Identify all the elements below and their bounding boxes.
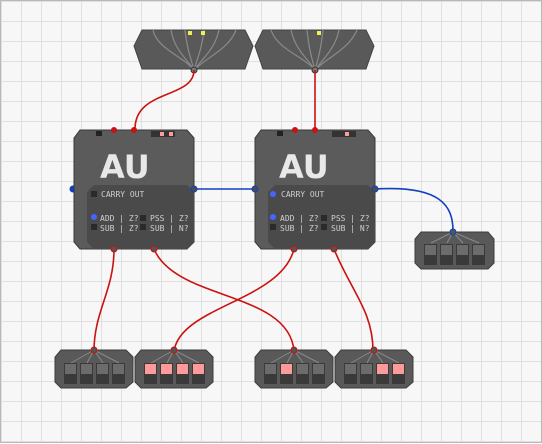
au-unit-1[interactable]: AU CARRY OUT ADD | Z? PSS | Z? SUB | Z? …	[73, 127, 198, 253]
au-2-mode-pss-z: PSS | Z?	[331, 214, 370, 223]
right-b-inputs-cell-4-led	[393, 364, 404, 374]
au-2-mode-sub-n: SUB | N?	[331, 224, 370, 233]
au-1-mode-add-z: ADD | Z?	[100, 214, 139, 223]
right-a-inputs-cell-2-led	[281, 364, 292, 374]
left-a-inputs[interactable]	[54, 346, 134, 389]
au-2-title: AU	[279, 148, 329, 186]
left-a-inputs-cell-4-led	[113, 364, 124, 374]
au-2-mode-sub-z: SUB | Z?	[280, 224, 319, 233]
right-b-inputs-cell-2-led	[361, 364, 372, 374]
right-a-inputs-cell-4-led	[313, 364, 324, 374]
output-display-cell-1-led	[425, 245, 436, 255]
au-2-carry-label: CARRY OUT	[281, 190, 325, 199]
wire-to-output[interactable]	[374, 187, 454, 232]
output-display-cell-2-led	[441, 245, 452, 255]
wire-right-a[interactable]	[173, 248, 295, 352]
output-display-cell-4-led	[473, 245, 484, 255]
right-b-inputs-cell-1-led	[345, 364, 356, 374]
au-1-carry-label: CARRY OUT	[101, 190, 145, 199]
au-1-mode-sub-n: SUB | N?	[150, 224, 189, 233]
au-unit-2[interactable]: AU CARRY OUT ADD | Z? PSS | Z? SUB | Z? …	[251, 127, 379, 253]
top-display-left[interactable]	[133, 29, 254, 74]
left-b-inputs-cell-2-led	[161, 364, 172, 374]
wire-left-b[interactable]	[153, 248, 295, 352]
right-a-inputs-cell-3-led	[297, 364, 308, 374]
left-b-inputs-cell-4-led	[193, 364, 204, 374]
au-1-mode-sub-z: SUB | Z?	[100, 224, 139, 233]
right-a-inputs-cell-1-led	[265, 364, 276, 374]
left-a-inputs-cell-3-led	[97, 364, 108, 374]
top-display-right[interactable]	[254, 29, 375, 74]
right-b-inputs[interactable]	[334, 346, 414, 389]
left-b-inputs[interactable]	[134, 346, 214, 389]
wire-top-left[interactable]	[134, 69, 195, 130]
right-b-inputs-cell-3-led	[377, 364, 388, 374]
left-b-inputs-cell-3-led	[177, 364, 188, 374]
right-a-inputs[interactable]	[254, 346, 334, 389]
au-1-title: AU	[100, 148, 150, 186]
au-1-mode-pss-z: PSS | Z?	[150, 214, 189, 223]
left-a-inputs-cell-2-led	[81, 364, 92, 374]
output-display-cell-3-led	[457, 245, 468, 255]
wire-left-a[interactable]	[93, 248, 115, 352]
wire-right-b[interactable]	[333, 248, 374, 352]
output-display[interactable]	[414, 228, 495, 270]
left-b-inputs-cell-1-led	[145, 364, 156, 374]
left-a-inputs-cell-1-led	[65, 364, 76, 374]
au-2-mode-add-z: ADD | Z?	[280, 214, 319, 223]
